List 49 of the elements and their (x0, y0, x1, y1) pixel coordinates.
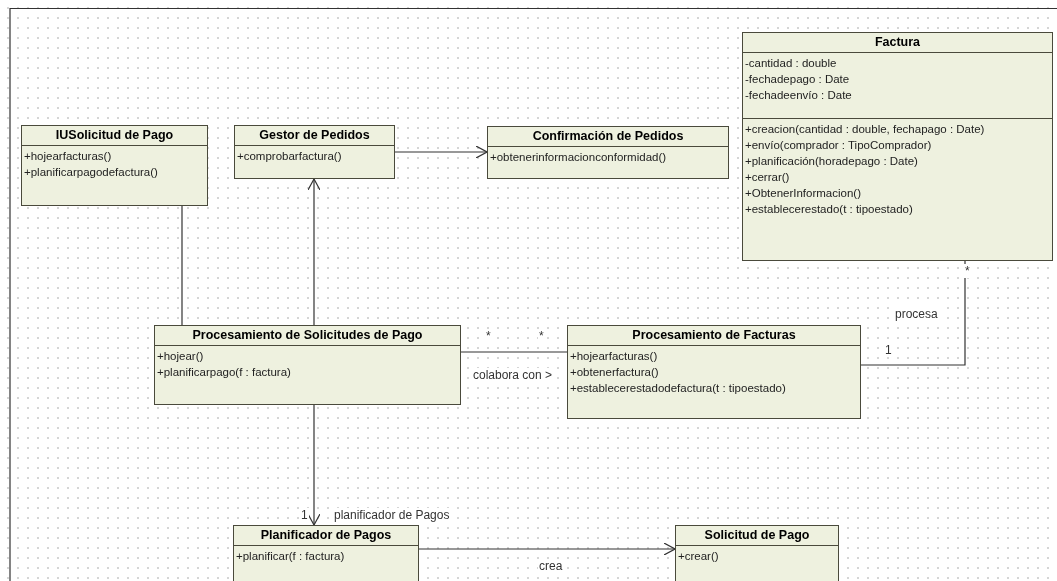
association-line (181, 205, 183, 326)
class-member: +creacion(cantidad : double, fechapago : Date) (745, 122, 985, 137)
class-box (567, 325, 861, 419)
class-member: +crear() (678, 549, 719, 564)
class-member: +establecerestadodefactura(t : tipoestado) (570, 381, 786, 396)
association-arrow (418, 542, 676, 556)
class-member: -fechadepago : Date (745, 72, 850, 87)
class-box (487, 126, 729, 179)
class-name: Procesamiento de Facturas (568, 326, 860, 346)
edge-label: procesa (894, 307, 939, 321)
class-member: +hojear() (157, 349, 204, 364)
multiplicity-label: 1 (884, 343, 893, 357)
class-member: +planificarpagodefactura() (24, 165, 158, 180)
class-member: +envío(comprador : TipoComprador) (745, 138, 932, 153)
class-member: +hojearfacturas() (570, 349, 658, 364)
class-member: +planificarpago(f : factura) (157, 365, 291, 380)
class-name: Gestor de Pedidos (235, 126, 394, 146)
class-name: Planificador de Pagos (234, 526, 418, 546)
class-name: Confirmación de Pedidos (488, 127, 728, 147)
association-arrow (307, 178, 321, 326)
class-member: +establecerestado(t : tipoestado) (745, 202, 913, 217)
class-box (21, 125, 208, 206)
class-member: +obtenerfactura() (570, 365, 659, 380)
class-box (234, 125, 395, 179)
association-arrow (307, 404, 321, 526)
multiplicity-label: * (964, 264, 971, 278)
class-member: -fechadeenvío : Date (745, 88, 852, 103)
edge-label: planificador de Pagos (333, 508, 451, 522)
class-member: +comprobarfactura() (237, 149, 342, 164)
association-line (860, 260, 966, 366)
class-box (154, 325, 461, 405)
association-line (460, 351, 568, 353)
class-box (742, 32, 1053, 261)
class-box (233, 525, 419, 581)
class-name: IUSolicitud de Pago (22, 126, 207, 146)
class-member: +hojearfacturas() (24, 149, 112, 164)
multiplicity-label: 1 (300, 508, 309, 522)
class-name: Procesamiento de Solicitudes de Pago (155, 326, 460, 346)
class-member: +ObtenerInformacion() (745, 186, 861, 201)
class-member: -cantidad : double (745, 56, 837, 71)
class-member: +cerrar() (745, 170, 790, 185)
class-member: +planificar(f : factura) (236, 549, 345, 564)
class-name: Factura (743, 33, 1052, 53)
class-name: Solicitud de Pago (676, 526, 838, 546)
class-member: +planificación(horadepago : Date) (745, 154, 918, 169)
class-box (675, 525, 839, 581)
association-arrow (394, 145, 488, 159)
class-member: +obtenerinformacionconformidad() (490, 150, 667, 165)
edge-label: colabora con > (472, 368, 554, 382)
